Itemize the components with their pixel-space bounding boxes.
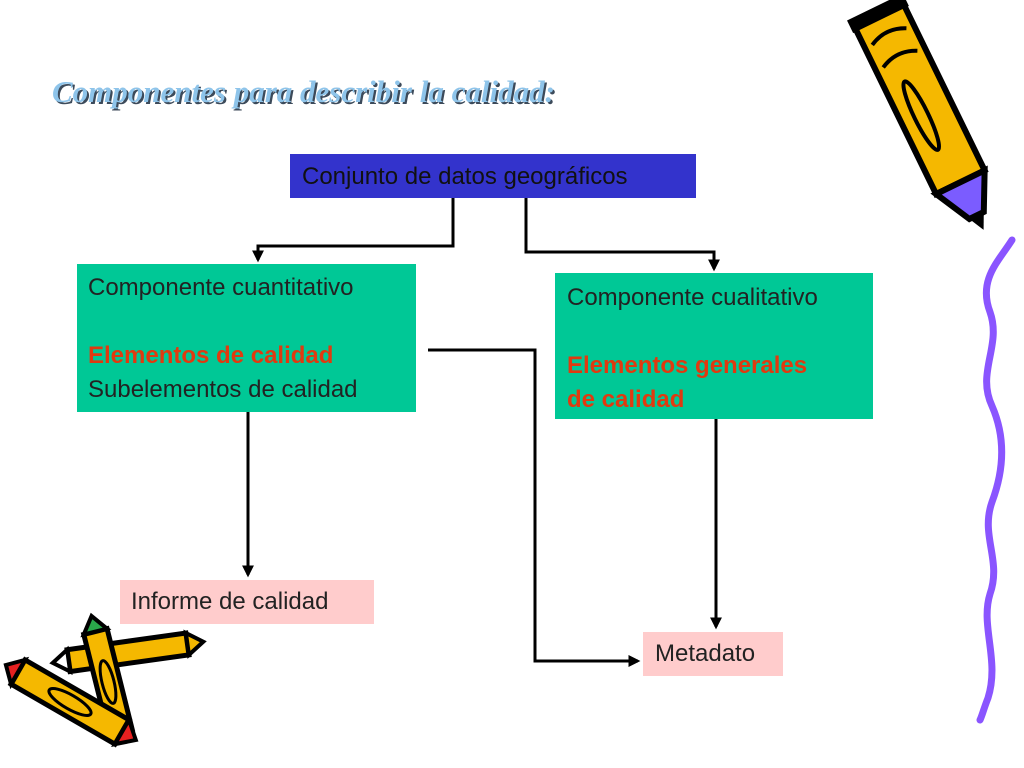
arrow-dataset-to-quantitative bbox=[252, 198, 455, 263]
node-quantitative-subelements: Subelementos de calidad bbox=[88, 376, 358, 403]
node-metadata: Metadato bbox=[643, 632, 783, 676]
page-title: Componentes para describir la calidad: bbox=[52, 74, 555, 109]
node-quantitative-elements: Elementos de calidad bbox=[88, 342, 334, 369]
node-qualitative-elements-line2: de calidad bbox=[567, 386, 685, 413]
node-dataset-label: Conjunto de datos geográficos bbox=[302, 163, 628, 190]
node-metadata-label: Metadato bbox=[655, 640, 756, 667]
node-qualitative-elements-line1: Elementos generales bbox=[567, 352, 808, 379]
node-quantitative-component: Componente cuantitativo Elementos de cal… bbox=[77, 264, 416, 412]
node-qualitative-heading: Componente cualitativo bbox=[567, 284, 818, 311]
node-quality-report: Informe de calidad bbox=[120, 580, 374, 624]
arrow-quantitative-to-metadata bbox=[428, 348, 641, 667]
spacer bbox=[88, 305, 416, 339]
arrow-dataset-to-qualitative bbox=[524, 198, 720, 272]
node-dataset: Conjunto de datos geográficos bbox=[290, 154, 696, 198]
node-quality-report-label: Informe de calidad bbox=[131, 588, 329, 615]
node-qualitative-component: Componente cualitativo Elementos general… bbox=[555, 273, 873, 419]
node-quantitative-heading: Componente cuantitativo bbox=[88, 274, 354, 301]
spacer bbox=[567, 315, 873, 349]
